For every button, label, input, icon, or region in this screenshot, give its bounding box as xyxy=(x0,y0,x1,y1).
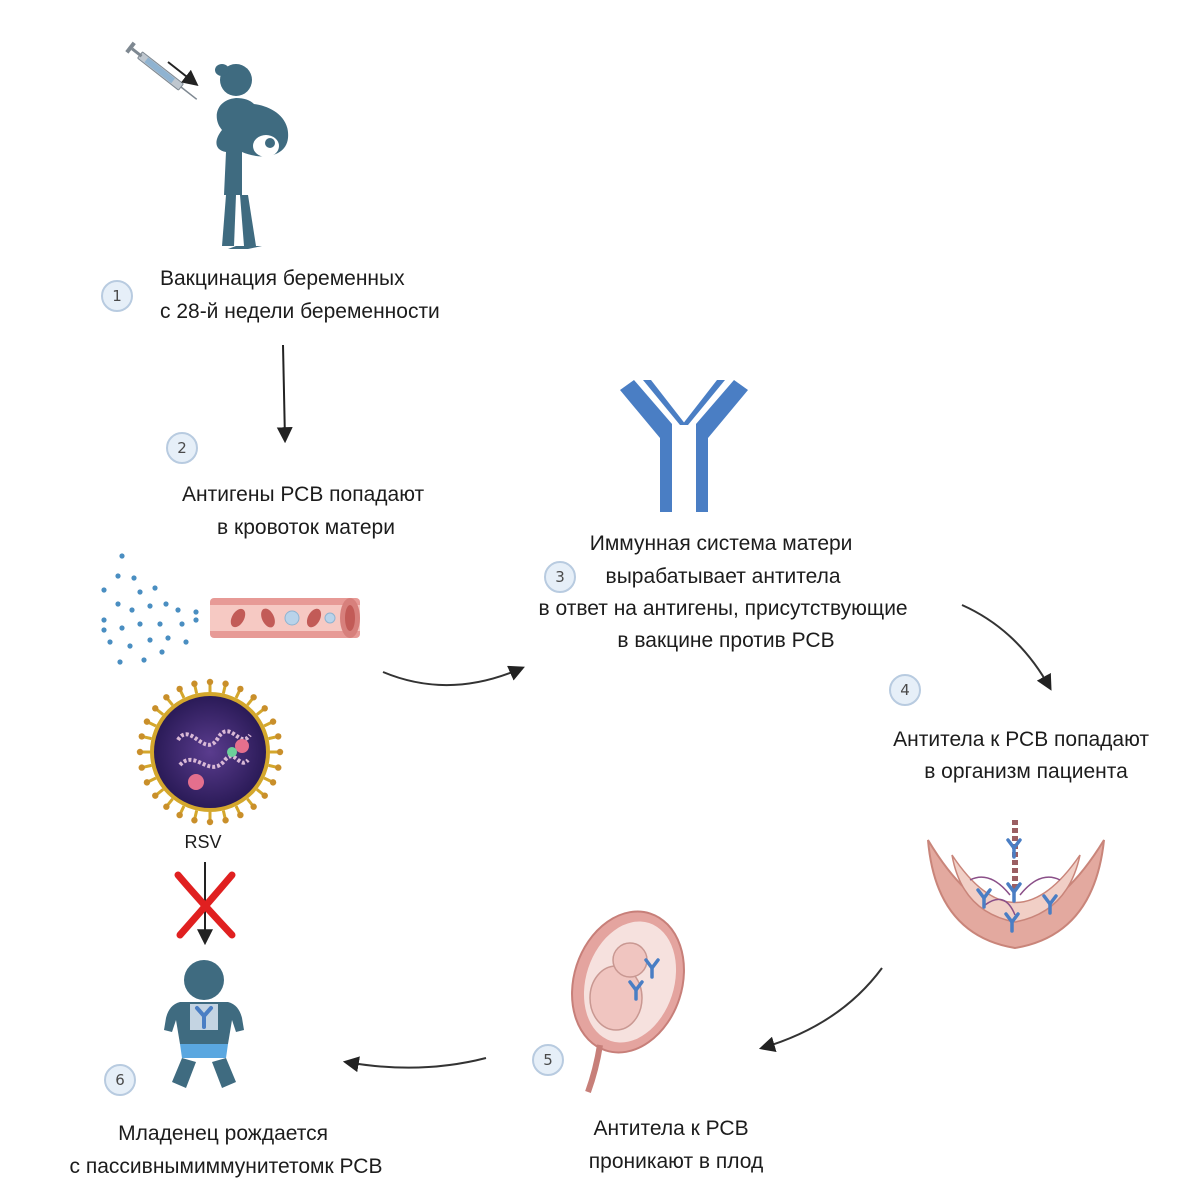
virus-spike-tip xyxy=(222,817,229,824)
antigen-particle xyxy=(127,643,133,649)
rsv-virus-icon xyxy=(136,678,284,826)
svg-text:4: 4 xyxy=(900,681,910,699)
fetus-in-uterus-icon xyxy=(571,910,685,1094)
pregnant-woman-icon xyxy=(215,64,289,249)
antibodies-in-fetus-icon xyxy=(628,958,660,1001)
antigen-particle xyxy=(165,635,171,641)
virus-spike-tip xyxy=(191,817,198,824)
antibody-icon xyxy=(620,380,748,512)
virus-spike-tip xyxy=(206,678,214,686)
syringe-icon xyxy=(125,41,198,100)
svg-text:6: 6 xyxy=(115,1071,125,1089)
step-badge-4: 4 xyxy=(889,674,921,706)
svg-text:5: 5 xyxy=(543,1051,553,1069)
step-badge-2: 2 xyxy=(166,432,198,464)
arrow-step4-to-step5 xyxy=(758,967,883,1053)
antigen-particle xyxy=(179,621,185,627)
antigen-particle xyxy=(193,617,199,623)
virus-spike-tip xyxy=(250,803,257,810)
antigen-particle xyxy=(115,601,121,607)
antigen-particle xyxy=(115,573,121,579)
step-1-text: Вакцинация беременных с 28-й недели бере… xyxy=(160,267,440,323)
step-4-text: Антитела к РСВ попадают в организм пацие… xyxy=(893,728,1155,783)
antigen-spray-icon xyxy=(101,553,199,665)
antigen-particle xyxy=(137,621,143,627)
antigen-particle xyxy=(152,585,158,591)
antigen-particle xyxy=(131,575,137,581)
virus-spike-tip xyxy=(143,718,151,725)
injection-arrow xyxy=(167,61,199,86)
virus-spike-tip xyxy=(176,811,183,819)
antigen-particle xyxy=(129,607,135,613)
antibody-mini-icon xyxy=(976,888,992,909)
virus-spike-tip xyxy=(152,792,159,799)
virus-spike-tip xyxy=(269,779,277,786)
step-badge-3: 3 xyxy=(544,561,576,593)
antigen-particle xyxy=(107,639,113,645)
arrow-step2-to-step3 xyxy=(382,665,525,687)
antigen-particle xyxy=(193,609,199,615)
antigen-particle xyxy=(137,589,143,595)
virus-spike-tip xyxy=(163,694,170,701)
virus-spike-tip xyxy=(176,685,183,693)
blood-vessel-icon xyxy=(210,598,360,638)
virus-spike-tip xyxy=(136,748,144,756)
antibody-in-infant-icon xyxy=(195,1006,213,1029)
virus-spike-tip xyxy=(237,685,244,693)
antibody-mini-icon xyxy=(1004,912,1020,933)
step-2-text: Антигены РСВ попадают в кровоток матери xyxy=(182,483,430,539)
antigen-particle xyxy=(175,607,181,613)
virus-spike-tip xyxy=(250,694,257,701)
virus-spike-tip xyxy=(143,779,151,786)
antigen-particle xyxy=(157,621,163,627)
virus-spike-tip xyxy=(222,680,229,687)
virus-spike-tip xyxy=(138,733,145,740)
step-5-text: Антитела к РСВ проникают в плод xyxy=(589,1117,763,1173)
antigen-particle xyxy=(147,637,153,643)
arrow-step1-to-step2 xyxy=(276,344,293,444)
step-badge-1: 1 xyxy=(101,280,133,312)
virus-spike-tip xyxy=(276,748,284,756)
antigen-particle xyxy=(183,639,189,645)
antibody-mini-icon xyxy=(1006,838,1022,859)
virus-spike-tip xyxy=(163,803,170,810)
virus-label: RSV xyxy=(184,832,221,852)
svg-text:1: 1 xyxy=(112,287,122,305)
antigen-particle xyxy=(101,587,107,593)
antibodies-in-placenta-icon xyxy=(976,838,1058,933)
virus-spike-tip xyxy=(269,718,277,725)
antigen-particle xyxy=(101,617,107,623)
arrow-step5-to-step6 xyxy=(342,1056,487,1073)
antigen-particle xyxy=(159,649,165,655)
antigen-particle xyxy=(141,657,147,663)
blocked-cross-icon xyxy=(174,871,236,939)
antigen-particle xyxy=(119,625,125,631)
virus-spike-tip xyxy=(275,733,282,740)
step-badge-5: 5 xyxy=(532,1044,564,1076)
step-6-text: Младенец рождается с пассивнымиммунитето… xyxy=(70,1122,383,1178)
virus-spike-tip xyxy=(261,705,268,712)
step-badge-6: 6 xyxy=(104,1064,136,1096)
virus-spike-tip xyxy=(237,811,244,819)
antigen-particle xyxy=(119,553,125,559)
antibody-mini-icon xyxy=(1042,894,1058,915)
antigen-particle xyxy=(117,659,123,665)
antigen-particle xyxy=(147,603,153,609)
virus-spike-tip xyxy=(191,680,198,687)
antigen-particle xyxy=(163,601,169,607)
antibody-mini-icon xyxy=(1006,882,1022,903)
virus-spike-tip xyxy=(261,792,268,799)
virus-spike-tip xyxy=(152,705,159,712)
virus-spike-tip xyxy=(138,764,145,771)
arrow-step3-to-step4 xyxy=(961,604,1052,691)
step-3-text: Иммунная система матери вырабатывает ант… xyxy=(539,532,914,652)
svg-text:2: 2 xyxy=(177,439,187,457)
placenta-icon xyxy=(927,820,1105,950)
svg-text:3: 3 xyxy=(555,568,565,586)
virus-spike-tip xyxy=(206,818,214,826)
antigen-particle xyxy=(101,627,107,633)
virus-spike-tip xyxy=(275,764,282,771)
